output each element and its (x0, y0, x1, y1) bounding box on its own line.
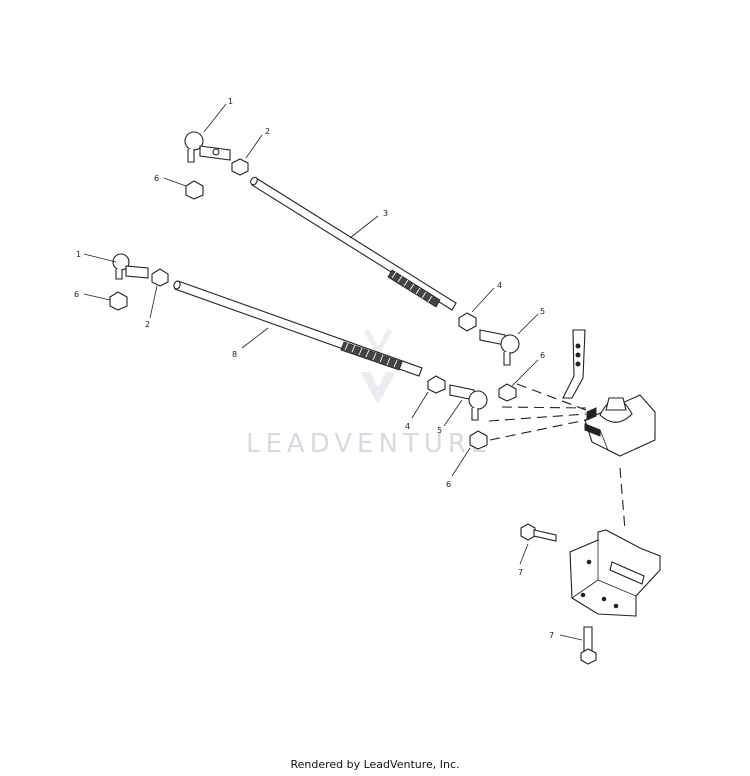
callout-label: 5 (437, 426, 442, 435)
bolt-upper (520, 523, 557, 542)
callout-label: 4 (497, 281, 502, 290)
lock-nut-upper-right (498, 383, 517, 402)
upper-right-ball-joint (479, 329, 520, 366)
callout-label: 7 (518, 568, 523, 577)
callouts: 1 2 6 3 1 6 2 4 5 8 6 4 5 6 7 7 (74, 97, 583, 641)
callout-label: 6 (154, 174, 159, 183)
callout-label: 1 (76, 250, 81, 259)
callout-label: 6 (446, 480, 451, 489)
callout-label: 6 (540, 351, 545, 360)
callout-label: 8 (232, 350, 237, 359)
lower-ball-joint (112, 253, 149, 280)
upper-lock-nut (185, 180, 204, 200)
shifter-mounting-bracket (569, 529, 661, 617)
upper-rod-thread (387, 269, 441, 308)
callout-label: 1 (228, 97, 233, 106)
callout-label: 3 (383, 209, 388, 218)
callout-label: 6 (74, 290, 79, 299)
callout-label: 5 (540, 307, 545, 316)
lower-hex-nut-right (427, 375, 446, 394)
gear-shifter (562, 329, 656, 457)
callout-label: 7 (549, 631, 554, 640)
upper-shift-rod (250, 176, 457, 311)
callout-label: 2 (145, 320, 150, 329)
footer-credit: Rendered by LeadVenture, Inc. (290, 758, 460, 771)
lower-hex-nut-left (151, 268, 169, 287)
upper-ball-joint (184, 131, 231, 163)
lock-nut-lower-right (469, 430, 488, 450)
upper-hex-nut-left (231, 158, 249, 176)
callout-label: 4 (405, 422, 410, 431)
watermark-text: LEADVENTURE (246, 429, 492, 459)
bolt-lower (580, 626, 597, 665)
lower-right-ball-joint (449, 384, 488, 421)
callout-label: 2 (265, 127, 270, 136)
lower-lock-nut (109, 291, 128, 311)
lower-shift-rod (173, 280, 423, 377)
lower-rod-thread (340, 341, 403, 371)
upper-hex-nut-right (458, 312, 477, 332)
